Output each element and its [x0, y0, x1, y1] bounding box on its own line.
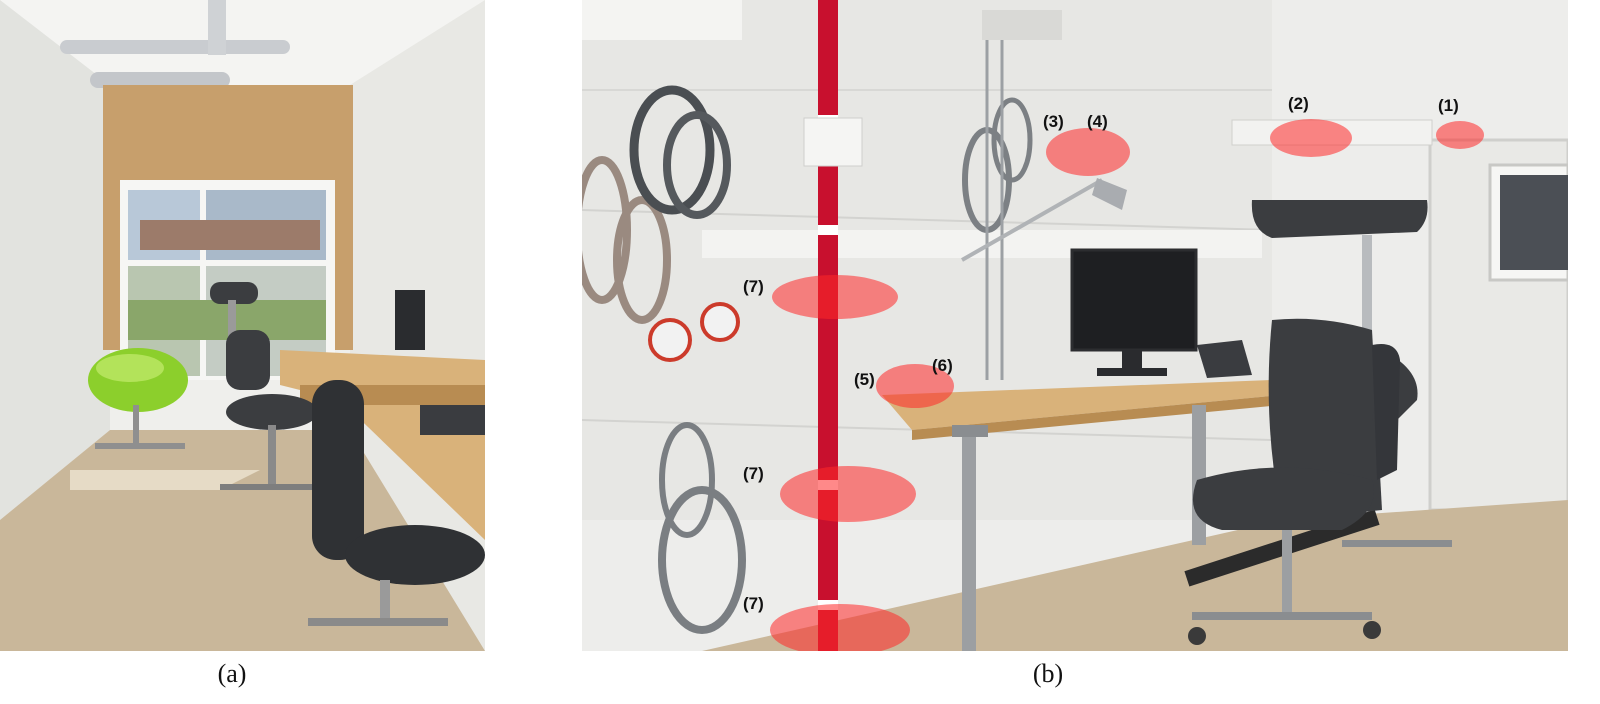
sensor-highlight-1: [1436, 121, 1484, 149]
office-room-photo-a: [0, 0, 485, 651]
sensor-highlight-2: [1270, 119, 1352, 157]
label-sensor-7-top: (7): [743, 277, 764, 296]
caption-a: (a): [217, 659, 247, 688]
sensor-highlight-3-4: [1046, 128, 1130, 176]
label-sensor-1: (1): [1438, 96, 1459, 115]
label-sensor-3: (3): [1043, 112, 1064, 131]
label-sensor-2: (2): [1288, 94, 1309, 113]
caption-b: (b): [1032, 659, 1064, 688]
photo-panel-a: [0, 0, 485, 651]
label-sensor-7-mid: (7): [743, 464, 764, 483]
label-sensor-4: (4): [1087, 112, 1108, 131]
sensor-highlight-7-top: [772, 275, 898, 319]
sensor-highlight-5-6: [876, 364, 954, 408]
sensor-highlight-7-bottom: [770, 604, 910, 651]
sensor-highlight-7-mid: [780, 466, 916, 522]
label-sensor-7-bottom: (7): [743, 594, 764, 613]
label-sensor-5: (5): [854, 370, 875, 389]
label-sensor-6: (6): [932, 356, 953, 375]
office-room-photo-b: [582, 0, 1568, 651]
photo-panel-b: (1) (2) (3) (4) (5) (6) (7) (7) (7): [582, 0, 1568, 651]
